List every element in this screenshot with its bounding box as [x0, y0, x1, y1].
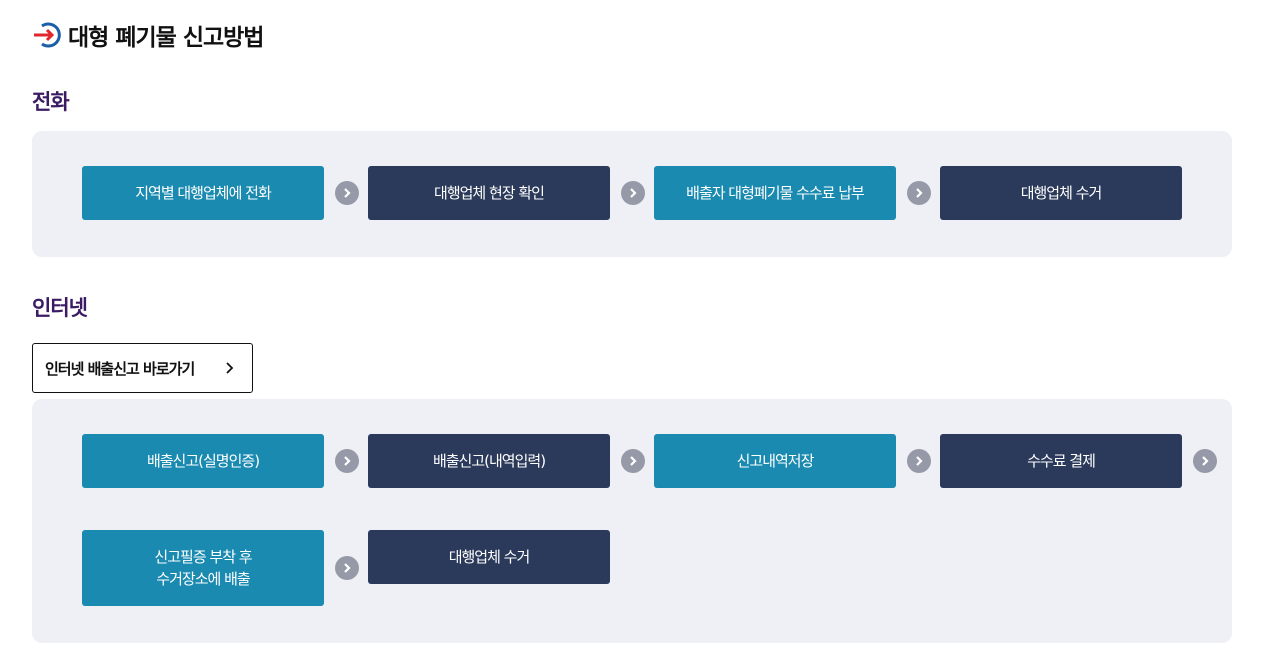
chevron-right-circle-icon [907, 449, 931, 473]
chevron-right-circle-icon [335, 556, 359, 580]
internet-step-5: 신고필증 부착 후 수거장소에 배출 [82, 530, 324, 606]
phone-section-title: 전화 [32, 90, 70, 114]
internet-report-link-label: 인터넷 배출신고 바로가기 [45, 359, 195, 378]
phone-step-3: 배출자 대형폐기물 수수료 납부 [654, 166, 896, 220]
internet-step-3: 신고내역저장 [654, 434, 896, 488]
chevron-right-circle-icon [621, 181, 645, 205]
internet-report-link-button[interactable]: 인터넷 배출신고 바로가기 [32, 343, 253, 393]
phone-steps-panel: 지역별 대행업체에 전화 대행업체 현장 확인 배출자 대형폐기물 수수료 납부… [32, 131, 1232, 257]
internet-step-1: 배출신고(실명인증) [82, 434, 324, 488]
chevron-right-circle-icon [335, 181, 359, 205]
phone-step-1: 지역별 대행업체에 전화 [82, 166, 324, 220]
page-title: 대형 폐기물 신고방법 [68, 25, 264, 51]
internet-step-6: 대행업체 수거 [368, 530, 610, 584]
internet-step-2: 배출신고(내역입력) [368, 434, 610, 488]
chevron-right-circle-icon [335, 449, 359, 473]
internet-section-title: 인터넷 [32, 296, 88, 320]
phone-step-2: 대행업체 현장 확인 [368, 166, 610, 220]
internet-step-5-line2: 수거장소에 배출 [156, 570, 250, 588]
internet-steps-panel: 배출신고(실명인증) 배출신고(내역입력) 신고내역저장 수수료 결제 신고필증… [32, 399, 1232, 643]
return-arrow-circle-icon [34, 22, 61, 48]
internet-step-4: 수수료 결제 [940, 434, 1182, 488]
chevron-right-circle-icon [621, 449, 645, 473]
page-header: 대형 폐기물 신고방법 [32, 18, 264, 52]
chevron-right-icon [226, 362, 234, 374]
chevron-right-circle-icon [907, 181, 931, 205]
phone-step-4: 대행업체 수거 [940, 166, 1182, 220]
internet-step-5-line1: 신고필증 부착 후 [154, 548, 252, 566]
chevron-right-circle-icon [1193, 449, 1217, 473]
